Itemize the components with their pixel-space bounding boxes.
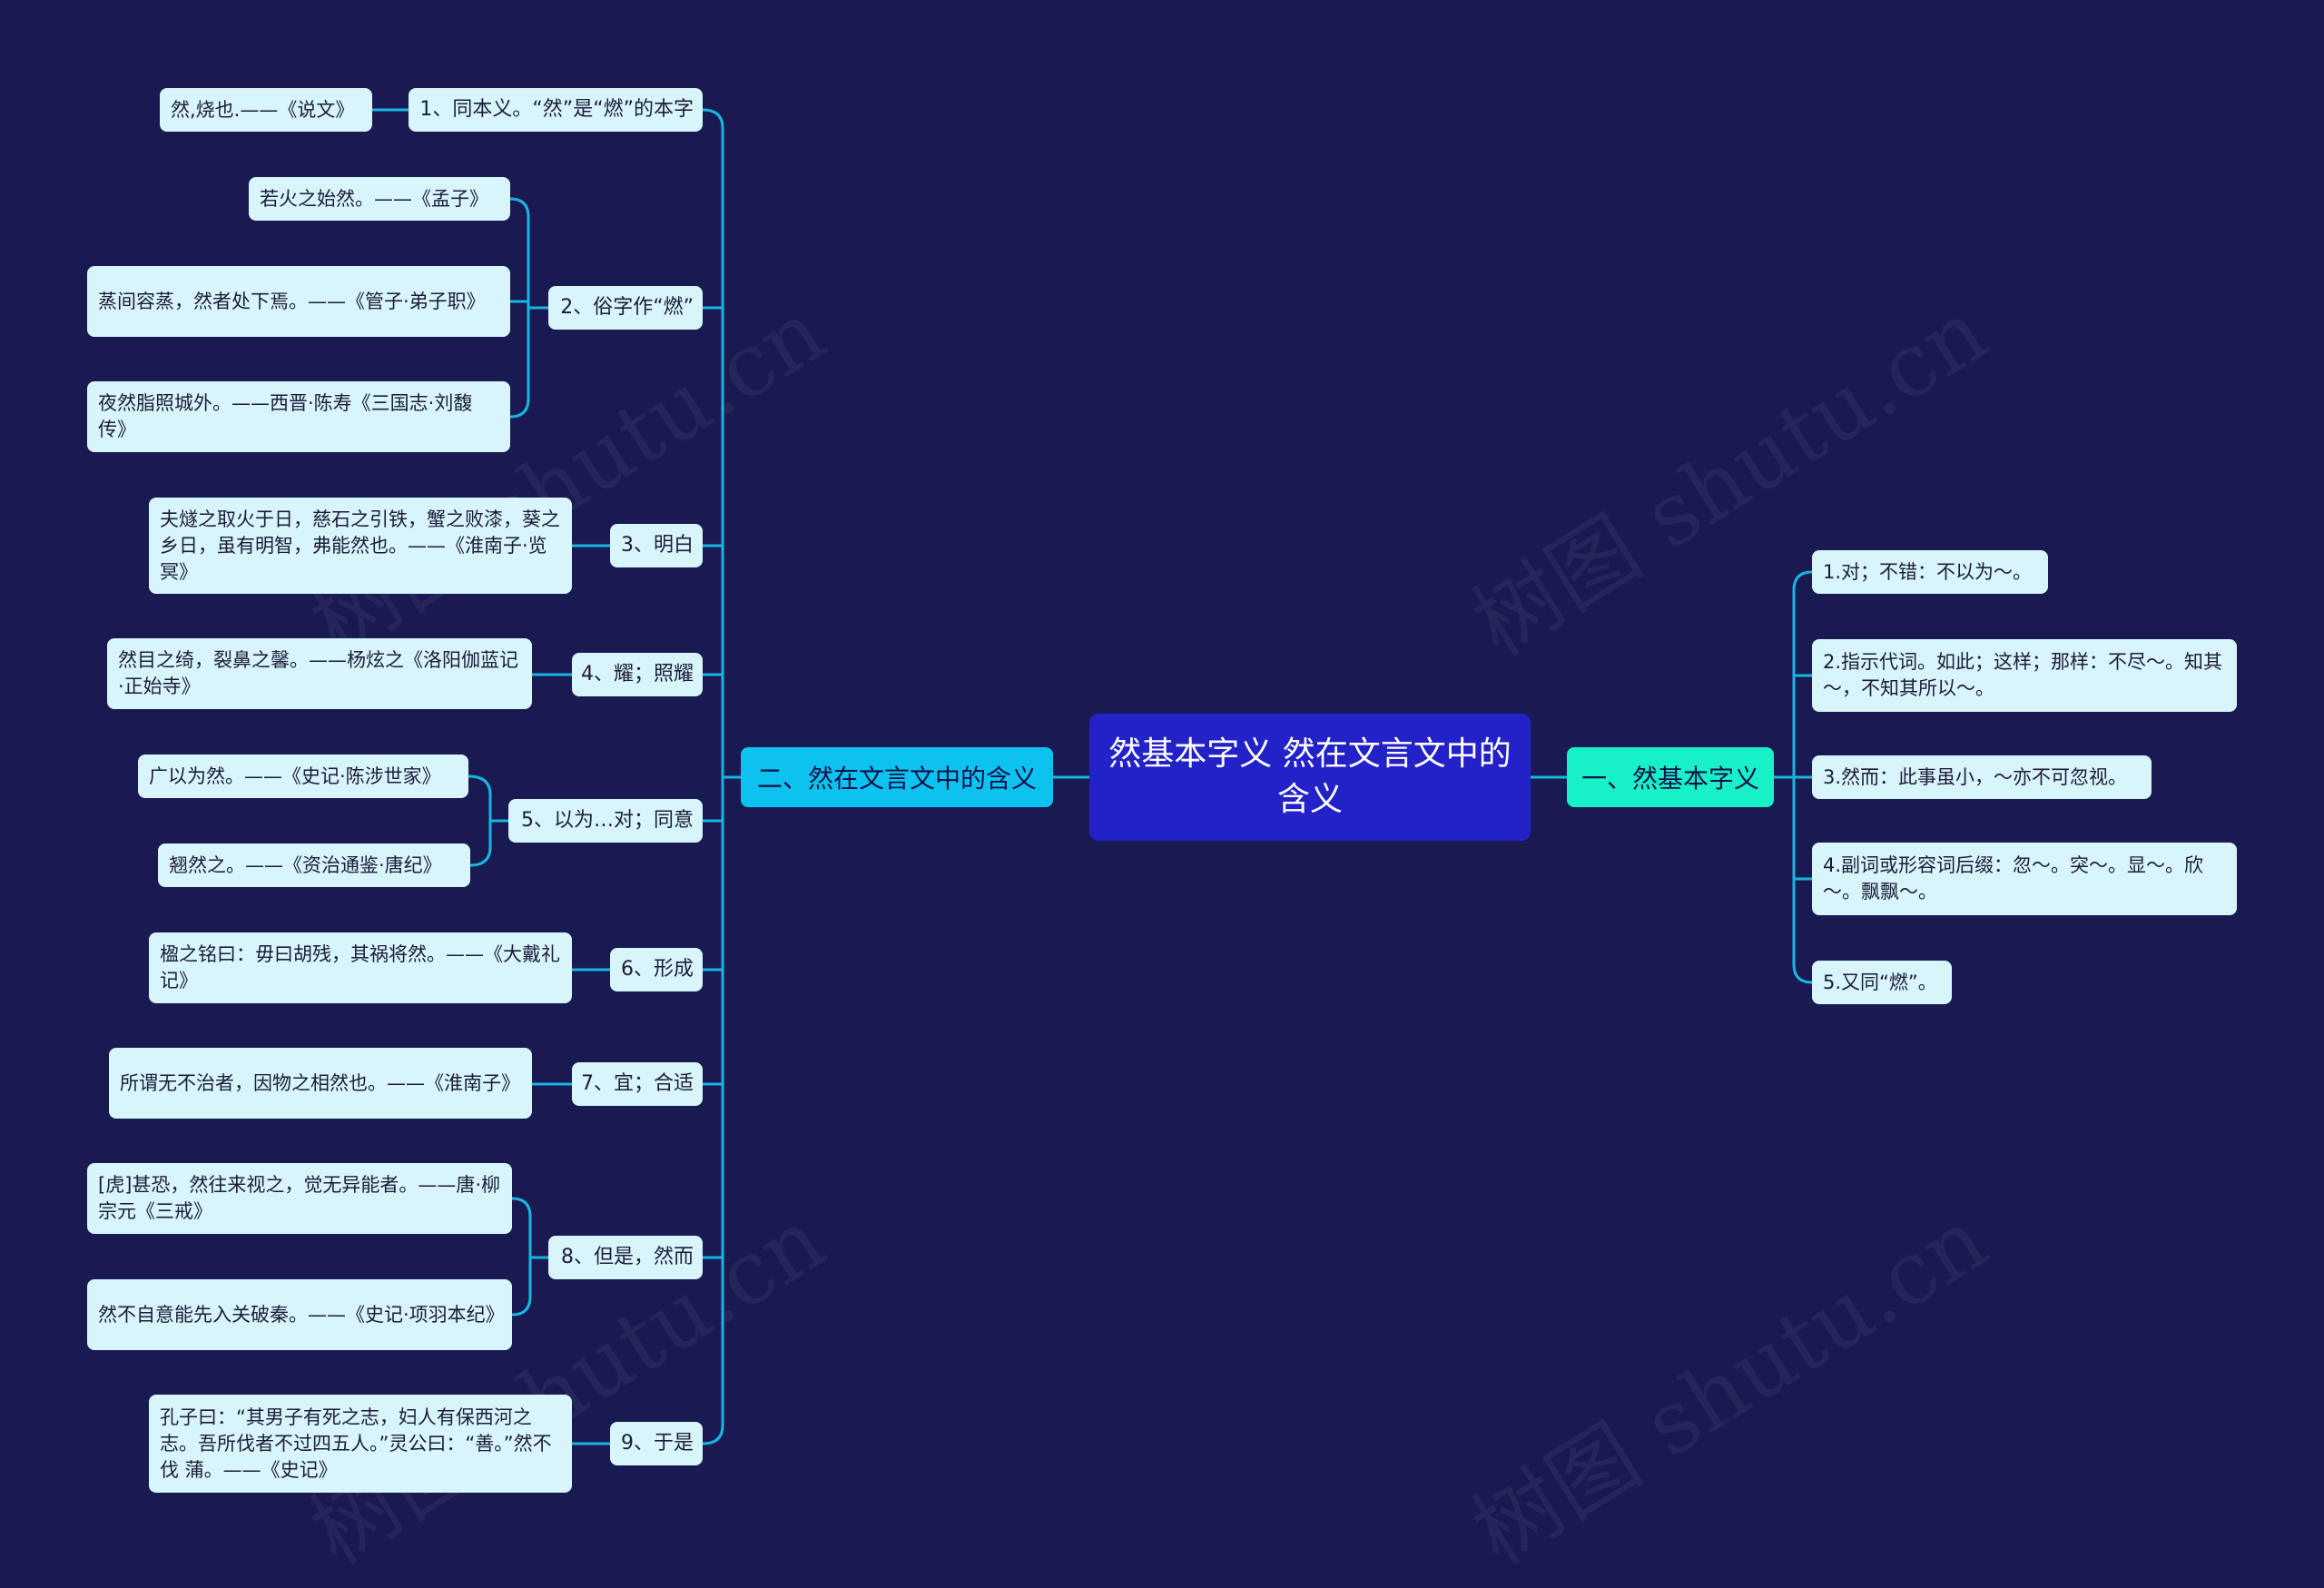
left-sub-node[interactable]: 3、明白 <box>610 524 703 567</box>
example-leaf[interactable]: 孔子曰：“其男子有死之志，妇人有保西河之志。吾所伐者不过四五人。”灵公曰：“善。… <box>149 1395 572 1493</box>
right-main-label: 一、然基本字义 <box>1581 764 1759 794</box>
right-item-text: 3.然而：此事虽小，～亦不可忽视。 <box>1823 765 2128 788</box>
example-text: 所谓无不治者，因物之相然也。——《淮南子》 <box>120 1071 520 1094</box>
example-leaf[interactable]: 蒸间容蒸，然者处下焉。——《管子·弟子职》 <box>87 266 510 337</box>
example-leaf[interactable]: 然不自意能先入关破秦。——《史记·项羽本纪》 <box>87 1279 512 1350</box>
example-leaf[interactable]: 所谓无不治者，因物之相然也。——《淮南子》 <box>109 1048 532 1119</box>
example-text: 夜然脂照城外。——西晋·陈寿《三国志·刘馥传》 <box>98 392 473 440</box>
example-text: 若火之始然。——《孟子》 <box>260 187 488 210</box>
example-text: [虎]甚恐，然往来视之，觉无异能者。——唐·柳宗元《三戒》 <box>98 1174 501 1222</box>
left-sub-label: 2、俗字作“燃” <box>560 296 694 319</box>
left-sub-label: 5、以为…对；同意 <box>521 809 694 832</box>
right-item[interactable]: 5.又同“燃”。 <box>1812 961 1952 1004</box>
example-text: 广以为然。——《史记·陈涉世家》 <box>149 764 441 787</box>
left-sub-node[interactable]: 5、以为…对；同意 <box>508 799 703 843</box>
example-leaf[interactable]: 若火之始然。——《孟子》 <box>249 177 510 221</box>
left-sub-label: 3、明白 <box>621 534 694 557</box>
left-sub-label: 6、形成 <box>621 958 694 981</box>
right-item-text: 2.指示代词。如此；这样；那样：不尽～。知其～，不知其所以～。 <box>1823 651 2223 699</box>
example-text: 翘然之。——《资治通鉴·唐纪》 <box>169 853 442 876</box>
right-item[interactable]: 2.指示代词。如此；这样；那样：不尽～。知其～，不知其所以～。 <box>1812 639 2237 712</box>
left-sub-node[interactable]: 8、但是，然而 <box>548 1236 703 1279</box>
left-sub-label: 7、宜；合适 <box>581 1072 694 1095</box>
example-text: 然,烧也.——《说文》 <box>171 98 355 121</box>
left-sub-label: 4、耀；照耀 <box>581 663 694 686</box>
left-main-node[interactable]: 二、然在文言文中的含义 <box>741 747 1053 807</box>
example-text: 夫燧之取火于日，慈石之引铁，蟹之败漆，葵之乡日，虽有明智，弗能然也。——《淮南子… <box>160 508 560 583</box>
connector-line <box>509 197 530 419</box>
example-leaf[interactable]: 夜然脂照城外。——西晋·陈寿《三国志·刘馥传》 <box>87 381 510 452</box>
example-leaf[interactable]: 然,烧也.——《说文》 <box>160 88 372 132</box>
right-item[interactable]: 1.对；不错：不以为～。 <box>1812 550 2048 594</box>
example-leaf[interactable]: 翘然之。——《资治通鉴·唐纪》 <box>158 843 470 887</box>
example-text: 然目之绮，裂鼻之馨。——杨炫之《洛阳伽蓝记·正始寺》 <box>118 649 518 697</box>
connector-line <box>468 774 492 867</box>
example-leaf[interactable]: 楹之铭曰：毋曰胡残，其祸将然。——《大戴礼记》 <box>149 932 572 1003</box>
connector-line <box>702 108 724 1445</box>
right-item-text: 1.对；不错：不以为～。 <box>1823 560 2033 583</box>
left-main-label: 二、然在文言文中的含义 <box>756 764 1037 794</box>
right-item[interactable]: 4.副词或形容词后缀：忽～。突～。显～。欣～。飘飘～。 <box>1812 843 2237 915</box>
left-sub-node[interactable]: 6、形成 <box>610 948 703 991</box>
left-sub-label: 8、但是，然而 <box>561 1246 694 1268</box>
right-item[interactable]: 3.然而：此事虽小，～亦不可忽视。 <box>1812 755 2152 799</box>
example-text: 蒸间容蒸，然者处下焉。——《管子·弟子职》 <box>98 290 486 312</box>
left-sub-node[interactable]: 2、俗字作“燃” <box>548 286 703 330</box>
left-sub-label: 1、同本义。“然”是“燃”的本字 <box>419 98 694 121</box>
left-sub-node[interactable]: 9、于是 <box>610 1422 703 1465</box>
root-node[interactable]: 然基本字义 然在文言文中的含义 <box>1089 714 1531 841</box>
example-leaf[interactable]: 夫燧之取火于日，慈石之引铁，蟹之败漆，葵之乡日，虽有明智，弗能然也。——《淮南子… <box>149 498 572 594</box>
left-sub-node[interactable]: 1、同本义。“然”是“燃”的本字 <box>409 88 703 132</box>
right-item-text: 4.副词或形容词后缀：忽～。突～。显～。欣～。飘飘～。 <box>1823 854 2204 902</box>
example-leaf[interactable]: 广以为然。——《史记·陈涉世家》 <box>138 755 468 798</box>
connector-line <box>511 1197 532 1317</box>
example-text: 楹之铭曰：毋曰胡残，其祸将然。——《大戴礼记》 <box>160 943 560 991</box>
left-sub-node[interactable]: 7、宜；合适 <box>572 1062 703 1106</box>
example-leaf[interactable]: 然目之绮，裂鼻之馨。——杨炫之《洛阳伽蓝记·正始寺》 <box>107 638 532 709</box>
left-sub-node[interactable]: 4、耀；照耀 <box>572 653 703 696</box>
example-text: 孔子曰：“其男子有死之志，妇人有保西河之志。吾所伐者不过四五人。”灵公曰：“善。… <box>160 1406 552 1481</box>
example-text: 然不自意能先入关破秦。——《史记·项羽本纪》 <box>98 1303 505 1326</box>
example-leaf[interactable]: [虎]甚恐，然往来视之，觉无异能者。——唐·柳宗元《三戒》 <box>87 1163 512 1234</box>
root-title: 然基本字义 然在文言文中的含义 <box>1108 735 1512 818</box>
right-item-text: 5.又同“燃”。 <box>1823 971 1937 993</box>
left-sub-label: 9、于是 <box>621 1432 694 1455</box>
right-main-node[interactable]: 一、然基本字义 <box>1567 747 1774 807</box>
